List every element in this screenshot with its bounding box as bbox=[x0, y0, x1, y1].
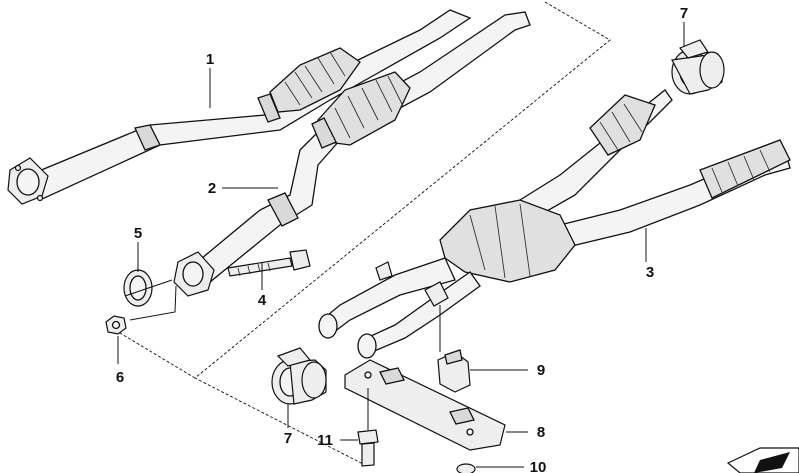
bolt-11 bbox=[357, 429, 379, 467]
callout-1: 1 bbox=[206, 51, 214, 68]
group-frame-dashed-2 bbox=[114, 329, 196, 379]
clamp-7-upper bbox=[671, 39, 725, 95]
leader-lines bbox=[117, 22, 685, 468]
nut-6 bbox=[105, 315, 127, 335]
rubber-hanger-9 bbox=[437, 349, 471, 393]
callout-7-upper: 7 bbox=[680, 5, 688, 22]
callout-3: 3 bbox=[646, 264, 654, 281]
callout-6: 6 bbox=[116, 369, 124, 386]
bracket-plate-8 bbox=[344, 359, 506, 451]
callout-11: 11 bbox=[317, 432, 333, 449]
bolt-4 bbox=[227, 249, 311, 277]
callout-4: 4 bbox=[258, 292, 267, 309]
callout-7-lower: 7 bbox=[284, 430, 292, 447]
clamp-7-lower bbox=[271, 347, 327, 405]
callout-10: 10 bbox=[530, 459, 547, 473]
corner-arrow-logo bbox=[726, 447, 799, 473]
front-pipe-1 bbox=[7, 9, 472, 205]
center-muffler-3 bbox=[318, 89, 791, 359]
callout-8: 8 bbox=[537, 424, 545, 441]
gasket-ring-5 bbox=[123, 269, 153, 307]
group-frame-dashed bbox=[194, 1, 611, 466]
callout-2: 2 bbox=[208, 180, 216, 197]
callout-9: 9 bbox=[537, 362, 545, 379]
front-pipe-2 bbox=[173, 11, 531, 297]
nut-10 bbox=[456, 463, 476, 473]
callout-5: 5 bbox=[134, 225, 142, 242]
